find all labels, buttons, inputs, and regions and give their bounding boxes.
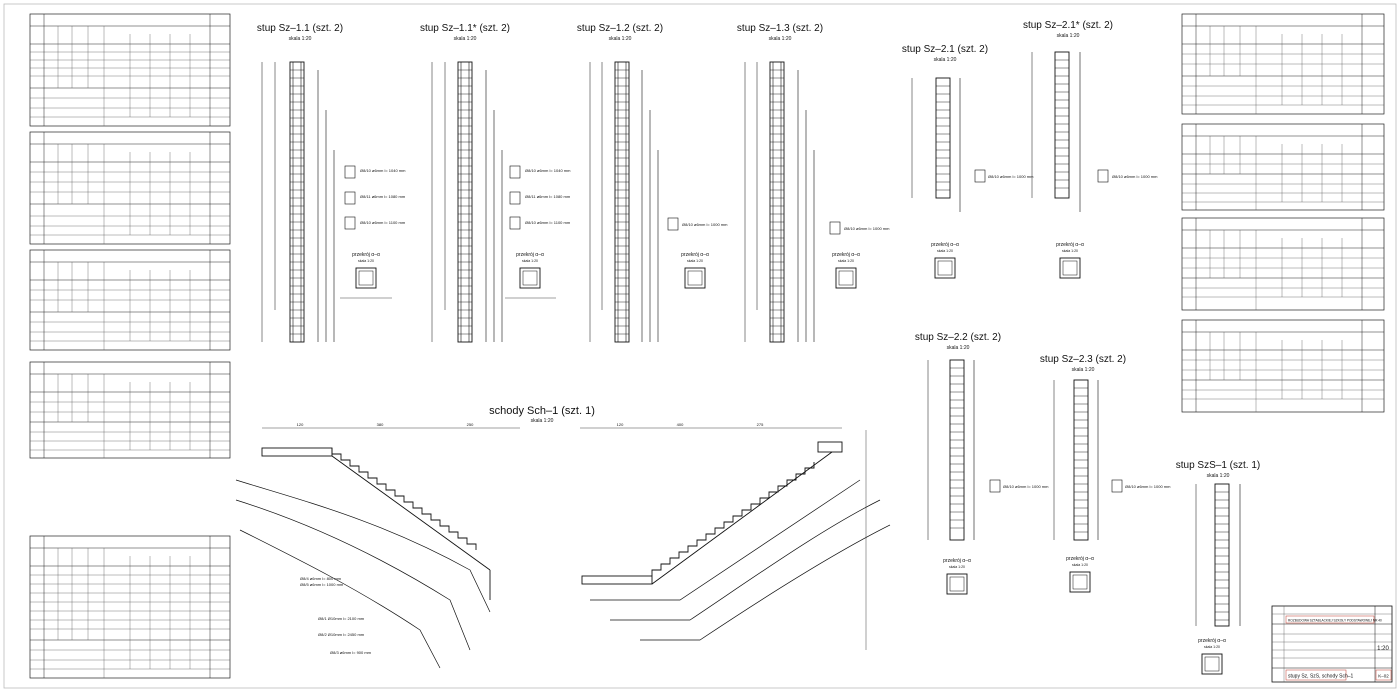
dimension-label: 380 bbox=[377, 422, 384, 427]
column-sz-1-1-star: stup Sz–1.1* (szt. 2) skala 1:20 Ø8/10 ø… bbox=[420, 23, 571, 343]
column-scale: skala 1:20 bbox=[934, 57, 957, 63]
column-title: stup Sz–2.1 (szt. 2) bbox=[902, 44, 988, 55]
bar-note: Ø8/10 ø6mm l= 1100 mm bbox=[360, 220, 406, 225]
stairs-scale: skala 1:20 bbox=[531, 418, 554, 424]
section-scale: skala 1:20 bbox=[1062, 249, 1078, 253]
column-sz-2-1: stup Sz–2.1 (szt. 2) skala 1:20 Ø8/10 ø6… bbox=[902, 44, 1034, 279]
column-title: stup Sz–2.2 (szt. 2) bbox=[915, 332, 1001, 343]
bar-note: Ø8/10 ø6mm l= 1000 mm bbox=[682, 222, 728, 227]
column-title: stup Sz–1.1* (szt. 2) bbox=[420, 23, 510, 34]
section-scale: skala 1:20 bbox=[1204, 645, 1220, 649]
column-scale: skala 1:20 bbox=[289, 36, 312, 42]
schedule-table bbox=[1181, 217, 1385, 311]
column-scale: skala 1:20 bbox=[1207, 473, 1230, 479]
dimension-label: 250 bbox=[467, 422, 474, 427]
column-sz-2-1-star: stup Sz–2.1* (szt. 2) skala 1:20 Ø8/10 ø… bbox=[1023, 20, 1158, 279]
bar-note: Ø8/10 ø6mm l= 1040 mm bbox=[525, 168, 571, 173]
bar-note: Ø8/11 ø6mm l= 1080 mm bbox=[525, 194, 571, 199]
sheet-number: K–02 bbox=[1378, 674, 1389, 679]
schedule-tables-right bbox=[1181, 13, 1385, 413]
schedule-table bbox=[29, 249, 231, 351]
bar-note: Ø8/10 ø6mm l= 1000 mm bbox=[988, 174, 1034, 179]
schedule-table bbox=[29, 13, 231, 127]
column-scale: skala 1:20 bbox=[454, 36, 477, 42]
bar-note: Ø8/10 ø6mm l= 1100 mm bbox=[525, 220, 571, 225]
section-label: przekrój α–α bbox=[832, 252, 860, 258]
stairs-sch-1: schody Sch–1 (szt. 1) skala 1:20 120 380… bbox=[235, 405, 891, 669]
column-scale: skala 1:20 bbox=[769, 36, 792, 42]
dimension-label: 120 bbox=[297, 422, 304, 427]
column-sz-1-3: stup Sz–1.3 (szt. 2) skala 1:20 Ø8/10 ø6… bbox=[737, 23, 890, 343]
project-name: ROZBUDOWA SZTABLACKIEJ SZKOŁY PODSTAWOWE… bbox=[1288, 619, 1382, 623]
section-scale: skala 1:20 bbox=[838, 259, 854, 263]
schedule-table bbox=[29, 131, 231, 245]
column-scale: skala 1:20 bbox=[947, 345, 970, 351]
section-scale: skala 1:20 bbox=[937, 249, 953, 253]
section-scale: skala 1:20 bbox=[949, 565, 965, 569]
column-title: stup Sz–1.1 (szt. 2) bbox=[257, 23, 343, 34]
section-scale: skala 1:20 bbox=[687, 259, 703, 263]
section-label: przekrój α–α bbox=[516, 252, 544, 258]
schedule-table bbox=[1181, 13, 1385, 115]
drawing-scale: 1:20 bbox=[1377, 646, 1389, 652]
bar-note: Ø8/10 ø6mm l= 1000 mm bbox=[844, 226, 890, 231]
column-sz-1-1: stup Sz–1.1 (szt. 2) skala 1:20 Ø8/10 ø6… bbox=[257, 23, 406, 343]
column-szs-1: stup SzS–1 (szt. 1) skala 1:20 przekrój … bbox=[1176, 460, 1260, 675]
column-scale: skala 1:20 bbox=[609, 36, 632, 42]
stairs-title: schody Sch–1 (szt. 1) bbox=[489, 405, 595, 417]
title-block: ROZBUDOWA SZTABLACKIEJ SZKOŁY PODSTAWOWE… bbox=[1271, 605, 1393, 683]
section-scale: skala 1:20 bbox=[1072, 563, 1088, 567]
stairs-right-flight: 120 400 275 bbox=[580, 422, 891, 650]
column-sz-1-2: stup Sz–1.2 (szt. 2) skala 1:20 Ø8/10 ø6… bbox=[577, 23, 728, 343]
schedule-table bbox=[29, 535, 231, 679]
dimension-label: 400 bbox=[677, 422, 684, 427]
column-title: stup Sz–1.3 (szt. 2) bbox=[737, 23, 823, 34]
section-scale: skala 1:20 bbox=[522, 259, 538, 263]
section-label: przekrój α–α bbox=[681, 252, 709, 258]
schedule-table bbox=[1181, 319, 1385, 413]
bar-note: Ø8/10 ø6mm l= 1000 mm bbox=[1112, 174, 1158, 179]
schedule-table bbox=[29, 361, 231, 459]
schedule-table bbox=[1181, 123, 1385, 211]
column-scale: skala 1:20 bbox=[1057, 33, 1080, 39]
bar-note: Ø8/11 ø6mm l= 1080 mm bbox=[360, 194, 406, 199]
bar-note: Ø8/1 Ø10mm l= 2100 mm bbox=[318, 616, 365, 621]
column-sz-2-2: stup Sz–2.2 (szt. 2) skala 1:20 Ø8/10 ø6… bbox=[915, 332, 1049, 595]
section-scale: skala 1:20 bbox=[358, 259, 374, 263]
bar-note: Ø8/10 ø6mm l= 1040 mm bbox=[360, 168, 406, 173]
bar-note: Ø8/2 Ø10mm l= 2450 mm bbox=[318, 632, 365, 637]
bar-note: Ø8/10 ø6mm l= 1000 mm bbox=[1125, 484, 1171, 489]
drawing-name: stupy Sz, SzS, schody Sch–1 bbox=[1288, 674, 1354, 680]
column-title: stup Sz–1.2 (szt. 2) bbox=[577, 23, 663, 34]
section-label: przekrój α–α bbox=[1198, 638, 1226, 644]
bar-note: Ø8/3 ø6mm l= 900 mm bbox=[330, 650, 372, 655]
bar-note: Ø8/10 ø6mm l= 1000 mm bbox=[1003, 484, 1049, 489]
section-label: przekrój α–α bbox=[1056, 242, 1084, 248]
bar-note: Ø8/5 ø6mm l= 1000 mm bbox=[300, 582, 344, 587]
section-label: przekrój α–α bbox=[352, 252, 380, 258]
section-label: przekrój α–α bbox=[931, 242, 959, 248]
column-sz-2-3: stup Sz–2.3 (szt. 2) skala 1:20 Ø8/10 ø6… bbox=[1040, 354, 1171, 593]
bar-note: Ø8/4 ø6mm l= 800 mm bbox=[300, 576, 342, 581]
column-title: stup SzS–1 (szt. 1) bbox=[1176, 460, 1260, 471]
column-scale: skala 1:20 bbox=[1072, 367, 1095, 373]
schedule-tables-left bbox=[29, 13, 231, 679]
section-label: przekrój α–α bbox=[1066, 556, 1094, 562]
dimension-label: 120 bbox=[617, 422, 624, 427]
column-title: stup Sz–2.1* (szt. 2) bbox=[1023, 20, 1113, 31]
column-title: stup Sz–2.3 (szt. 2) bbox=[1040, 354, 1126, 365]
section-label: przekrój α–α bbox=[943, 558, 971, 564]
stairs-left-flight: 120 380 250 Ø8/4 ø6mm l= 800 mm Ø8/5 ø6m… bbox=[235, 422, 520, 669]
dimension-label: 275 bbox=[757, 422, 764, 427]
